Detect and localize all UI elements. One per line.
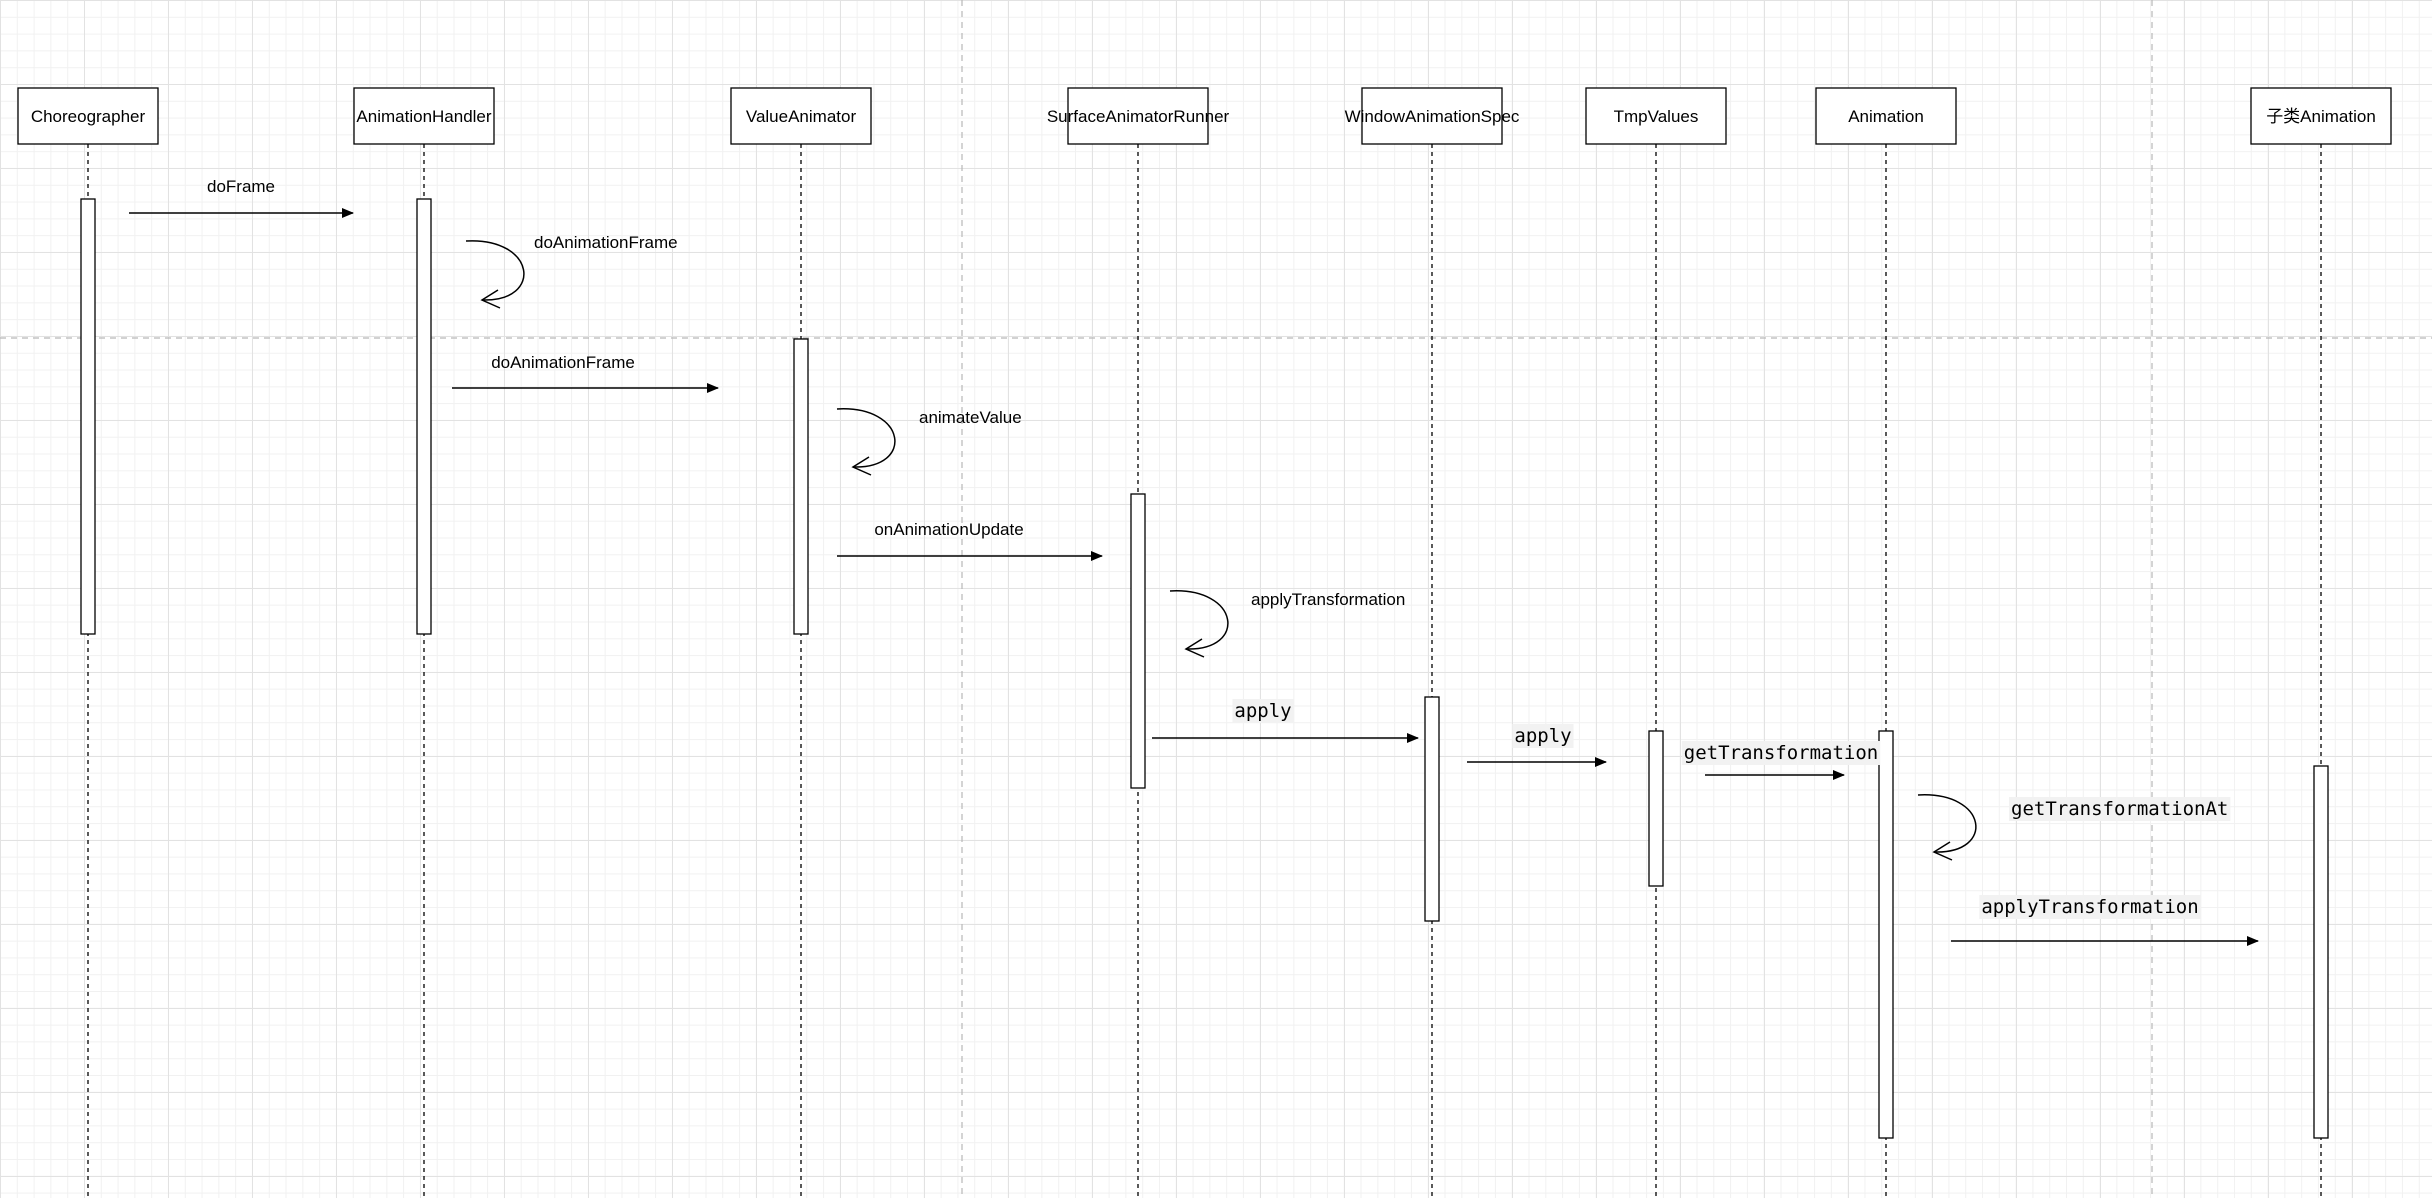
activation-bars: [80, 198, 2329, 1139]
activation-animation: [1878, 730, 1894, 1139]
message-label-background: [1512, 724, 1574, 748]
activation-value-animator: [793, 338, 809, 635]
message-label: animateValue: [919, 408, 1022, 427]
message-get-transformation[interactable]: getTransformation: [1681, 741, 1881, 780]
participant-box: [1815, 87, 1957, 145]
message-apply-2[interactable]: apply: [1467, 724, 1607, 767]
message-label-background: [2009, 797, 2231, 821]
message-apply-transformation[interactable]: applyTransformation: [1951, 895, 2259, 946]
participant-label: ValueAnimator: [746, 107, 857, 126]
message-do-animation-frame[interactable]: doAnimationFrame: [452, 353, 719, 393]
message-on-animation-update[interactable]: onAnimationUpdate: [837, 520, 1103, 561]
participant-label: Choreographer: [31, 107, 146, 126]
participants: Choreographer AnimationHandler ValueAnimat…: [17, 87, 2392, 145]
message-label: getTransformationAt: [2011, 798, 2228, 820]
message-animate-value[interactable]: animateValue: [836, 408, 1022, 476]
participant-box: [2250, 87, 2392, 145]
message-label: getTransformation: [1684, 742, 1878, 764]
participant-label: WindowAnimationSpec: [1345, 107, 1520, 126]
participant-animation-handler[interactable]: AnimationHandler: [353, 87, 495, 145]
self-call-curve: [1169, 590, 1229, 650]
self-call-arrowhead: [1184, 638, 1205, 658]
self-call-curve: [836, 408, 896, 468]
self-call-curve: [465, 240, 525, 301]
message-label: applyTransformation: [1981, 896, 2198, 918]
participant-box: [730, 87, 872, 145]
participant-box: [1067, 87, 1209, 145]
message-label: doAnimationFrame: [534, 233, 678, 252]
message-label: doAnimationFrame: [491, 353, 635, 372]
message-label: doFrame: [207, 177, 275, 196]
participant-label: TmpValues: [1614, 107, 1699, 126]
message-label-background: [1681, 741, 1881, 765]
self-call-arrowhead: [480, 289, 501, 309]
message-label: apply: [1234, 700, 1291, 722]
message-apply-1[interactable]: apply: [1152, 699, 1419, 743]
participant-box: [17, 87, 159, 145]
message-doframe[interactable]: doFrame: [129, 177, 354, 218]
participant-subclass-animation[interactable]: 子类Animation: [2250, 87, 2392, 145]
participant-surface-animator-runner[interactable]: SurfaceAnimatorRunner: [1047, 87, 1230, 145]
message-label: apply: [1514, 725, 1571, 747]
participant-box: [1361, 87, 1503, 145]
self-call-arrowhead: [1932, 841, 1953, 861]
message-label: applyTransformation: [1251, 590, 1405, 609]
message-label-background: [1979, 895, 2201, 919]
self-call-arrowhead: [851, 456, 872, 476]
activation-window-animation-spec: [1424, 696, 1440, 922]
message-apply-transformation-self[interactable]: applyTransformation: [1169, 590, 1405, 658]
participant-label: AnimationHandler: [356, 107, 491, 126]
messages: doFrame doAnimationFrame doAnimationFrame a…: [129, 177, 2259, 946]
activation-choreographer: [80, 198, 96, 635]
message-label: onAnimationUpdate: [874, 520, 1023, 539]
activation-tmp-values: [1648, 730, 1664, 887]
self-call-curve: [1917, 794, 1977, 853]
participant-label: 子类Animation: [2266, 107, 2376, 126]
message-get-transformation-at[interactable]: getTransformationAt: [1917, 794, 2231, 861]
participant-label: Animation: [1848, 107, 1924, 126]
message-label-background: [1232, 699, 1294, 723]
message-do-animation-frame-self[interactable]: doAnimationFrame: [465, 233, 678, 309]
participant-animation[interactable]: Animation: [1815, 87, 1957, 145]
activation-animation-handler: [416, 198, 432, 635]
activation-surface-animator-runner: [1130, 493, 1146, 789]
participant-value-animator[interactable]: ValueAnimator: [730, 87, 872, 145]
participant-box: [1585, 87, 1727, 145]
participant-window-animation-spec[interactable]: WindowAnimationSpec: [1345, 87, 1520, 145]
participant-choreographer[interactable]: Choreographer: [17, 87, 159, 145]
activation-subclass-animation: [2313, 765, 2329, 1139]
participant-label: SurfaceAnimatorRunner: [1047, 107, 1230, 126]
participant-box: [353, 87, 495, 145]
participant-tmp-values[interactable]: TmpValues: [1585, 87, 1727, 145]
